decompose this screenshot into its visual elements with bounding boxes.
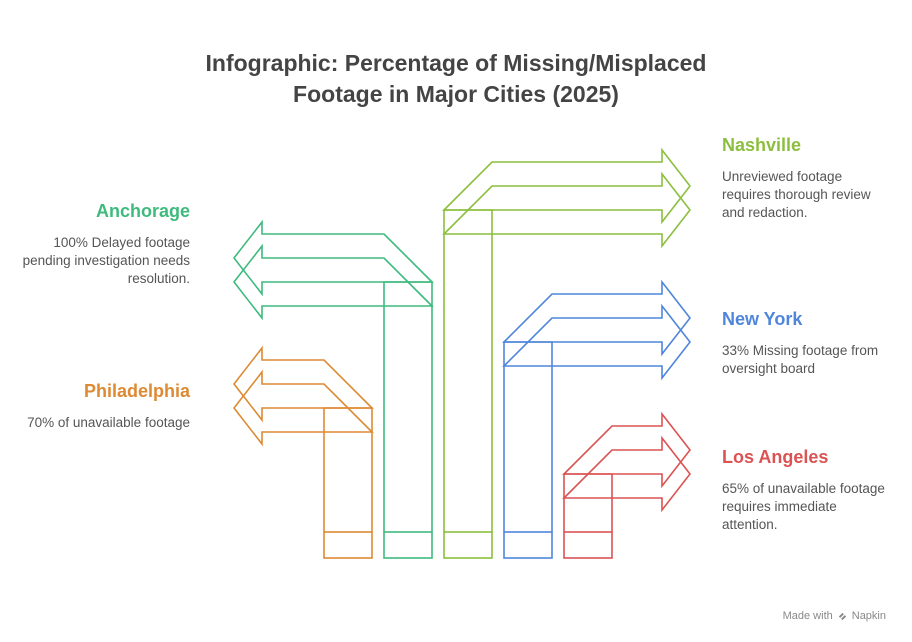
arrow-nashville-head-top xyxy=(442,147,692,225)
arrow-new-york-head-bottom xyxy=(502,303,692,381)
callout-philadelphia-title: Philadelphia xyxy=(83,381,190,401)
arrow-philadelphia xyxy=(232,345,374,559)
arrow-los-angeles xyxy=(562,411,692,559)
arrow-new-york xyxy=(502,279,692,559)
arrow-nashville-head-bottom xyxy=(442,171,692,249)
arrow-anchorage-base xyxy=(383,531,433,559)
arrow-los-angeles-head-top xyxy=(562,411,692,489)
title-line-2: Footage in Major Cities (2025) xyxy=(293,81,619,107)
callout-new-york-text: 33% Missing footage from oversight board xyxy=(722,343,879,376)
callout-nashville-text: Unreviewed footage requires thorough rev… xyxy=(722,169,871,220)
watermark[interactable]: Made with Napkin xyxy=(783,610,886,622)
arrow-los-angeles-stem xyxy=(563,473,613,532)
arrow-new-york-head-top xyxy=(502,279,692,357)
callout-philadelphia: Philadelphia 70% of unavailable footage xyxy=(20,380,190,432)
arrow-nashville-stem xyxy=(443,209,493,532)
arrow-los-angeles-head-bottom xyxy=(562,435,692,513)
arrow-anchorage-stem xyxy=(383,281,433,532)
callout-nashville-title: Nashville xyxy=(722,135,802,155)
callout-new-york-title: New York xyxy=(722,309,803,329)
watermark-brand: Napkin xyxy=(851,610,886,622)
watermark-prefix: Made with xyxy=(782,610,833,622)
arrow-anchorage xyxy=(232,219,434,559)
callout-los-angeles-title: Los Angeles xyxy=(722,447,829,467)
napkin-logo-icon xyxy=(838,612,846,620)
callout-anchorage: Anchorage 100% Delayed footage pending i… xyxy=(20,200,190,288)
arrow-los-angeles-base xyxy=(563,531,613,559)
title-line-1: Infographic: Percentage of Missing/Mispl… xyxy=(205,50,707,76)
arrow-philadelphia-head-bottom xyxy=(232,369,374,447)
arrow-new-york-stem xyxy=(503,341,553,532)
callout-los-angeles-text: 65% of unavailable footage requires imme… xyxy=(722,481,885,532)
callout-philadelphia-text: 70% of unavailable footage xyxy=(27,415,190,430)
arrow-nashville-base xyxy=(443,531,493,559)
callout-anchorage-title: Anchorage xyxy=(95,201,190,221)
arrow-nashville xyxy=(442,147,692,559)
callout-los-angeles: Los Angeles 65% of unavailable footage r… xyxy=(722,446,892,534)
arrow-philadelphia-stem xyxy=(323,407,373,532)
callout-nashville: Nashville Unreviewed footage requires th… xyxy=(722,134,892,222)
callout-new-york: New York 33% Missing footage from oversi… xyxy=(722,308,892,378)
arrow-philadelphia-head-top xyxy=(232,345,374,423)
arrow-anchorage-head-top xyxy=(232,219,434,297)
arrow-philadelphia-base xyxy=(323,531,373,559)
callout-anchorage-text: 100% Delayed footage pending investigati… xyxy=(22,235,190,286)
arrow-anchorage-head-bottom xyxy=(232,243,434,321)
page-title: Infographic: Percentage of Missing/Mispl… xyxy=(0,48,912,110)
arrow-new-york-base xyxy=(503,531,553,559)
